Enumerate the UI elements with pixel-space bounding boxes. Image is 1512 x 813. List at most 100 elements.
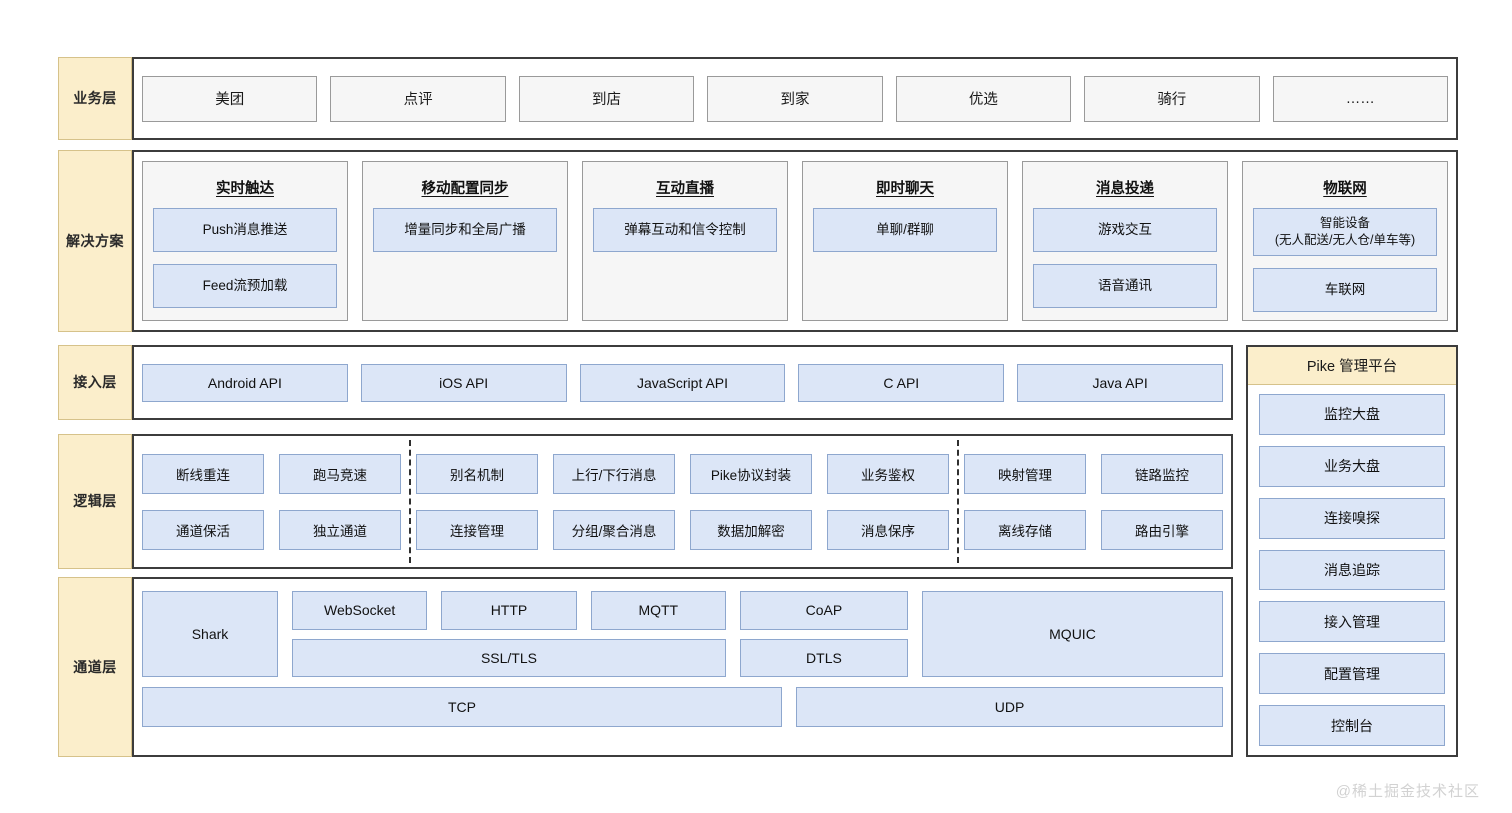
channel-protocol-box[interactable]: HTTP — [441, 591, 577, 630]
solution-card-item[interactable]: 弹幕互动和信令控制 — [593, 208, 777, 252]
logic-box[interactable]: 路由引擎 — [1101, 509, 1223, 550]
channel-layer-panel: Shark WebSocket HTTP MQTT SSL/TLS CoAP DTL… — [132, 577, 1233, 757]
solution-card-title: 移动配置同步 — [421, 181, 509, 197]
logic-box[interactable]: 别名机制 — [416, 453, 538, 494]
business-item[interactable]: 到家 — [707, 75, 883, 122]
channel-protocol-row: WebSocket HTTP MQTT — [292, 591, 726, 630]
channel-udp-box[interactable]: UDP — [796, 687, 1223, 727]
channel-protocol-box[interactable]: MQTT — [590, 591, 726, 630]
channel-transport-row: TCP UDP — [142, 687, 1223, 727]
solution-card-title: 物联网 — [1323, 181, 1367, 197]
business-item[interactable]: 到店 — [518, 75, 695, 122]
pike-item[interactable]: 业务大盘 — [1259, 445, 1445, 487]
channel-dtls-box[interactable]: DTLS — [739, 638, 908, 677]
pike-item[interactable]: 接入管理 — [1259, 601, 1445, 643]
logic-box[interactable]: 消息保序 — [827, 509, 949, 550]
solution-card-item[interactable]: 智能设备(无人配送/无人仓/单车等) — [1253, 208, 1437, 256]
channel-inner: Shark WebSocket HTTP MQTT SSL/TLS CoAP DTL… — [134, 579, 1231, 755]
logic-box[interactable]: 离线存储 — [964, 509, 1086, 550]
channel-tcp-box[interactable]: TCP — [142, 687, 782, 727]
access-layer-row: 接入层 Android API iOS API JavaScript API C AP… — [58, 345, 1233, 420]
logic-layer-label: 逻辑层 — [58, 434, 132, 569]
logic-box[interactable]: 跑马竞速 — [279, 453, 401, 494]
channel-layer-label: 通道层 — [58, 577, 132, 757]
logic-inner: 断线重连跑马竞速别名机制上行/下行消息 Pike协议封装业务鉴权映射管理链路监控通… — [134, 436, 1231, 567]
solution-card-item[interactable]: 单聊/群聊 — [813, 208, 997, 252]
solution-card-title: 互动直播 — [656, 181, 714, 197]
solution-layer-label-line2: 方案 — [95, 232, 124, 249]
pike-item[interactable]: 配置管理 — [1259, 653, 1445, 695]
solution-layer-label-line1: 解决 — [66, 232, 95, 249]
channel-protocol-box[interactable]: WebSocket — [292, 591, 428, 630]
watermark: @稀土掘金技术社区 — [1335, 783, 1480, 800]
logic-box[interactable]: 独立通道 — [279, 509, 401, 550]
pike-item[interactable]: 连接嗅探 — [1259, 497, 1445, 539]
logic-layer-row: 逻辑层 断线重连跑马竞速别名机制上行/下行消息 Pike协议封装业务鉴权映射管理链… — [58, 434, 1233, 569]
access-api-box[interactable]: iOS API — [360, 363, 567, 402]
business-item[interactable]: 美团 — [142, 75, 318, 122]
logic-box[interactable]: 分组/聚合消息 — [553, 509, 675, 550]
logic-divider-1 — [408, 440, 411, 563]
solution-card-item[interactable]: 车联网 — [1253, 268, 1437, 312]
business-item[interactable]: 优选 — [895, 75, 1072, 122]
channel-ssl-row: SSL/TLS — [292, 638, 726, 677]
pike-item[interactable]: 监控大盘 — [1259, 394, 1445, 435]
channel-ssl-box[interactable]: SSL/TLS — [292, 638, 726, 677]
access-layer-label: 接入层 — [58, 345, 132, 420]
pike-item[interactable]: 控制台 — [1259, 705, 1445, 747]
channel-layer-row: 通道层 Shark WebSocket HTTP MQTT SSL/TLS CoAP… — [58, 577, 1233, 757]
access-api-box[interactable]: Android API — [142, 363, 348, 402]
logic-box[interactable]: 断线重连 — [142, 453, 264, 494]
access-api-box[interactable]: Java API — [1017, 363, 1223, 402]
business-item[interactable]: 点评 — [330, 75, 506, 122]
business-layer-panel: 美团点评到店到家优选骑行 …… — [132, 57, 1458, 140]
solution-card-item[interactable]: 游戏交互 — [1033, 208, 1217, 252]
access-layer-panel: Android API iOS API JavaScript API C API Jav… — [132, 345, 1233, 420]
access-api-items: Android API iOS API JavaScript API C API Jav… — [134, 363, 1231, 402]
logic-layer-panel: 断线重连跑马竞速别名机制上行/下行消息 Pike协议封装业务鉴权映射管理链路监控通… — [132, 434, 1233, 569]
pike-panel-title: Pike 管理平台 — [1248, 347, 1456, 385]
logic-grid: 断线重连跑马竞速别名机制上行/下行消息 Pike协议封装业务鉴权映射管理链路监控通… — [142, 436, 1223, 567]
solution-card: 即时聊天单聊/群聊 — [802, 161, 1008, 321]
logic-box[interactable]: Pike协议封装 — [690, 453, 812, 494]
logic-box[interactable]: 映射管理 — [964, 453, 1086, 494]
channel-mquic-box[interactable]: MQUIC — [921, 591, 1224, 677]
business-item[interactable]: 骑行 — [1084, 75, 1260, 122]
solution-card-item[interactable]: 语音通讯 — [1033, 264, 1217, 308]
solution-card-title: 实时触达 — [216, 181, 274, 197]
access-api-box[interactable]: C API — [798, 363, 1005, 402]
solution-card-title: 即时聊天 — [876, 181, 934, 197]
solution-card: 实时触达 Push消息推送 Feed流预加载 — [142, 161, 348, 321]
business-layer-label: 业务层 — [58, 57, 132, 140]
solution-card: 物联网智能设备(无人配送/无人仓/单车等) 车联网 — [1242, 161, 1448, 321]
logic-divider-2 — [956, 440, 959, 563]
logic-box[interactable]: 通道保活 — [142, 509, 264, 550]
access-api-box[interactable]: JavaScript API — [579, 363, 786, 402]
solution-card-item[interactable]: 增量同步和全局广播 — [373, 208, 557, 252]
logic-box[interactable]: 业务鉴权 — [827, 453, 949, 494]
business-layer-row: 业务层 美团点评到店到家优选骑行 …… — [58, 57, 1458, 140]
business-item[interactable]: …… — [1272, 75, 1448, 122]
logic-box[interactable]: 链路监控 — [1101, 453, 1223, 494]
channel-top-row: Shark WebSocket HTTP MQTT SSL/TLS CoAP DTL… — [142, 591, 1224, 677]
logic-box[interactable]: 数据加解密 — [690, 509, 812, 550]
channel-tcp-protocol-group: WebSocket HTTP MQTT SSL/TLS — [292, 591, 726, 677]
solution-card: 移动配置同步增量同步和全局广播 — [362, 161, 568, 321]
solution-card-item[interactable]: Push消息推送 — [153, 208, 337, 252]
channel-coap-box[interactable]: CoAP — [739, 591, 908, 630]
solution-layer-label: 解决 方案 — [58, 150, 132, 332]
channel-shark-box[interactable]: Shark — [142, 591, 278, 677]
logic-box[interactable]: 上行/下行消息 — [553, 453, 675, 494]
business-items: 美团点评到店到家优选骑行 …… — [134, 75, 1456, 122]
channel-coap-group: CoAP DTLS — [739, 591, 908, 677]
solution-card: 消息投递游戏交互语音通讯 — [1022, 161, 1228, 321]
solution-card-title: 消息投递 — [1096, 181, 1154, 197]
solution-card-item[interactable]: Feed流预加载 — [153, 264, 337, 308]
logic-box[interactable]: 连接管理 — [416, 509, 538, 550]
pike-item-list: 监控大盘业务大盘连接嗅探消息追踪接入管理配置管理控制台 — [1248, 385, 1456, 755]
pike-item[interactable]: 消息追踪 — [1259, 549, 1445, 591]
solution-card: 互动直播弹幕互动和信令控制 — [582, 161, 788, 321]
